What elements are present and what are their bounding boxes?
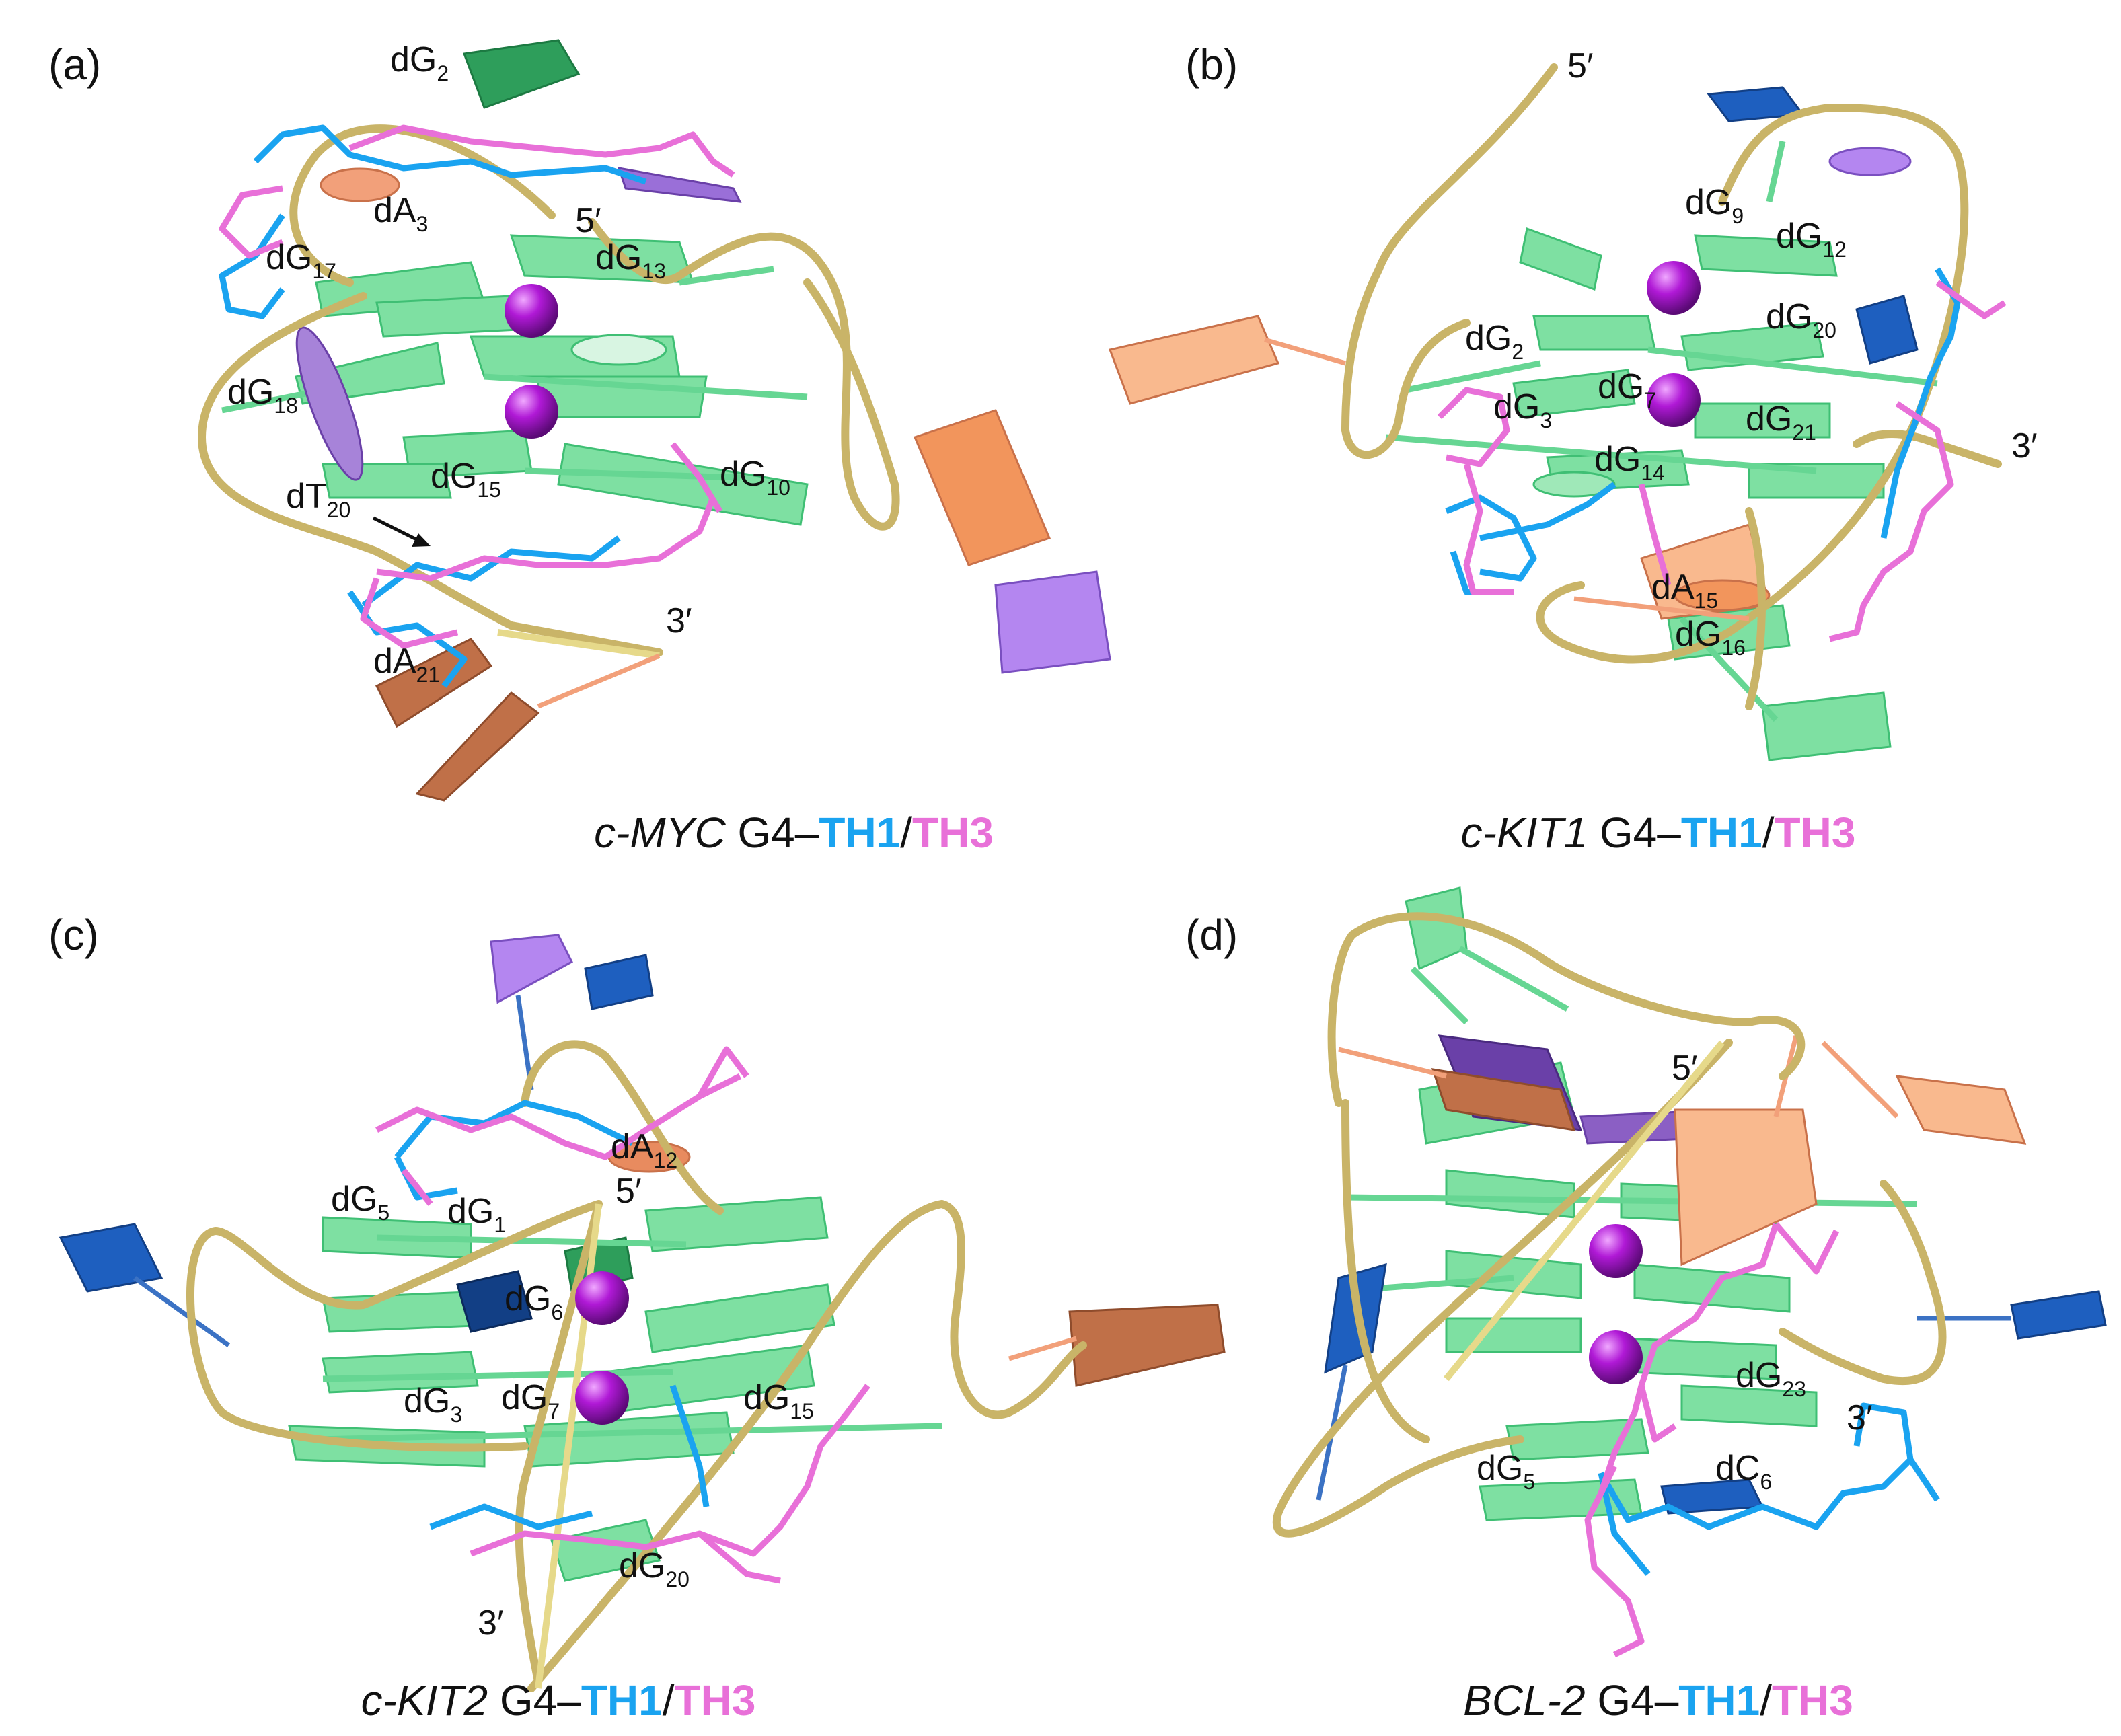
base-adenine-d bbox=[1431, 1068, 1576, 1131]
label-5prime-c: 5′ bbox=[616, 1172, 642, 1211]
label-3prime-c: 3′ bbox=[478, 1603, 504, 1643]
panel-label-a: (a) bbox=[48, 40, 101, 89]
potassium-ion-a1 bbox=[505, 284, 558, 338]
potassium-ion-b1 bbox=[1647, 261, 1701, 315]
label-3prime-d: 3′ bbox=[1847, 1398, 1873, 1437]
label-3prime-a: 3′ bbox=[666, 601, 692, 640]
label-dg2-a: dG2 bbox=[390, 40, 449, 85]
label-3prime-b: 3′ bbox=[2011, 426, 2038, 465]
base-cytosine-c2 bbox=[59, 1223, 163, 1293]
ligand-th3-d bbox=[1584, 1222, 1840, 1658]
base-cytosine-d2 bbox=[2010, 1290, 2107, 1340]
g-tetrad-stack-b bbox=[1512, 227, 1892, 761]
ligand-th1-c bbox=[394, 1100, 710, 1530]
label-dg14-b: dG14 bbox=[1594, 440, 1665, 485]
label-dg2-b: dG2 bbox=[1465, 319, 1524, 364]
ligand-th3-b bbox=[1437, 280, 2007, 642]
base-thymine-c bbox=[490, 934, 573, 1004]
label-dg5-c: dG5 bbox=[331, 1180, 389, 1225]
label-dg5-d: dG5 bbox=[1477, 1449, 1535, 1494]
panel-label-b: (b) bbox=[1185, 40, 1238, 89]
base-adenine-d2 bbox=[1674, 1108, 1818, 1267]
caption-a: c-MYC G4–TH1/TH3 bbox=[594, 808, 994, 857]
panel-b: (b) bbox=[1108, 40, 2038, 857]
label-5prime-b: 5′ bbox=[1567, 46, 1594, 85]
base-adenine-d3 bbox=[1895, 1075, 2027, 1145]
panel-label-d: (d) bbox=[1185, 911, 1238, 959]
label-dg13-a: dG13 bbox=[595, 238, 666, 283]
label-dg6-c: dG6 bbox=[505, 1279, 563, 1324]
label-dg21-b: dG21 bbox=[1746, 400, 1816, 445]
ligand-th1-d bbox=[1598, 1402, 1940, 1576]
base-cytosine-c bbox=[584, 954, 654, 1010]
label-dg7-c: dG7 bbox=[501, 1378, 560, 1423]
label-dc6-d: dC6 bbox=[1715, 1449, 1772, 1494]
label-dg15-c: dG15 bbox=[743, 1378, 814, 1423]
label-dg7-b: dG7 bbox=[1598, 367, 1656, 412]
label-5prime-a: 5′ bbox=[575, 201, 601, 240]
loop-bases-b bbox=[1108, 86, 1919, 620]
backbone-a bbox=[197, 124, 900, 656]
backbone-c bbox=[186, 1040, 1087, 1692]
panel-a: (a) bbox=[48, 39, 1111, 857]
ligand-th3-c bbox=[375, 1046, 870, 1584]
panel-c: (c) bbox=[48, 911, 1226, 1725]
potassium-ion-a2 bbox=[505, 385, 558, 439]
caption-c: c-KIT2 G4–TH1/TH3 bbox=[361, 1676, 756, 1725]
label-dg3-b: dG3 bbox=[1493, 387, 1552, 432]
caption-d: BCL-2 G4–TH1/TH3 bbox=[1463, 1676, 1853, 1725]
backbone-d bbox=[1272, 912, 1947, 1538]
base-da3-a bbox=[320, 167, 400, 202]
label-dg20-c: dG20 bbox=[619, 1546, 690, 1591]
label-5prime-d: 5′ bbox=[1672, 1049, 1698, 1088]
label-dg15-a: dG15 bbox=[431, 457, 501, 502]
potassium-ion-d1 bbox=[1589, 1224, 1643, 1278]
base-dg2-a bbox=[462, 39, 581, 109]
base-thymine-a bbox=[994, 570, 1111, 674]
potassium-ion-c1 bbox=[575, 1271, 629, 1325]
ligand-th3-a bbox=[219, 124, 735, 649]
label-dg20-b: dG20 bbox=[1766, 297, 1836, 342]
loop-bases-d bbox=[1324, 1034, 2107, 1515]
label-dg1-c: dG1 bbox=[447, 1192, 506, 1237]
potassium-ion-c2 bbox=[575, 1371, 629, 1425]
base-adenine-3p-a bbox=[415, 691, 540, 802]
base-adenine-b bbox=[1108, 315, 1280, 405]
potassium-ion-d2 bbox=[1589, 1330, 1643, 1384]
label-dg10-a: dG10 bbox=[720, 455, 790, 500]
dt20-arrow bbox=[372, 516, 431, 547]
base-dt20-a bbox=[295, 326, 364, 481]
label-dg3-c: dG3 bbox=[404, 1382, 462, 1427]
label-dg23-d: dG23 bbox=[1736, 1356, 1806, 1401]
loop-bases-c bbox=[59, 934, 1226, 1387]
panel-d: (d) bbox=[1185, 886, 2107, 1725]
panel-label-c: (c) bbox=[48, 911, 99, 959]
loop-bases-a bbox=[295, 39, 1111, 802]
base-cytosine-b2 bbox=[1855, 295, 1919, 365]
potassium-ion-b2 bbox=[1647, 373, 1701, 427]
base-adenine-c bbox=[1068, 1304, 1226, 1387]
label-da3-a: dA3 bbox=[373, 191, 428, 236]
label-da15-b: dA15 bbox=[1651, 568, 1718, 613]
base-adenine-a bbox=[913, 409, 1051, 566]
label-da12-c: dA12 bbox=[611, 1127, 677, 1172]
base-thymine-b bbox=[1828, 147, 1912, 176]
label-dg9-b: dG9 bbox=[1685, 183, 1744, 228]
label-dg17-a: dG17 bbox=[266, 238, 336, 283]
caption-b: c-KIT1 G4–TH1/TH3 bbox=[1461, 808, 1856, 857]
label-dg12-b: dG12 bbox=[1776, 217, 1847, 262]
label-dg16-b: dG16 bbox=[1675, 615, 1746, 660]
label-dt20-a: dT20 bbox=[286, 477, 350, 522]
label-dg18-a: dG18 bbox=[227, 373, 298, 418]
label-da21-a: dA21 bbox=[373, 642, 440, 687]
